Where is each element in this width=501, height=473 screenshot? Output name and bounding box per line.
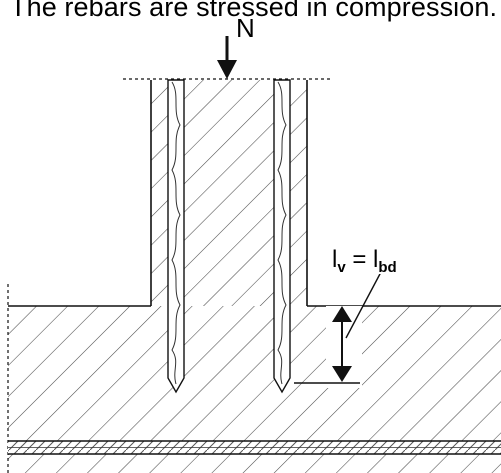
column <box>123 78 330 306</box>
dimension-arrow-down <box>332 366 352 382</box>
dimension-arrow-up <box>332 306 352 322</box>
load-arrow <box>217 36 237 79</box>
diagram-caption: The rebars are stressed in compression. <box>10 0 498 22</box>
anchorage-dimension <box>294 244 428 388</box>
rebar-left <box>167 79 185 394</box>
bottom-reinforcement <box>8 440 501 455</box>
leader-line <box>345 271 382 339</box>
anchorage-length-label: lv = lbd <box>332 246 397 276</box>
rebar-right <box>273 79 291 394</box>
load-label: N <box>236 13 255 43</box>
